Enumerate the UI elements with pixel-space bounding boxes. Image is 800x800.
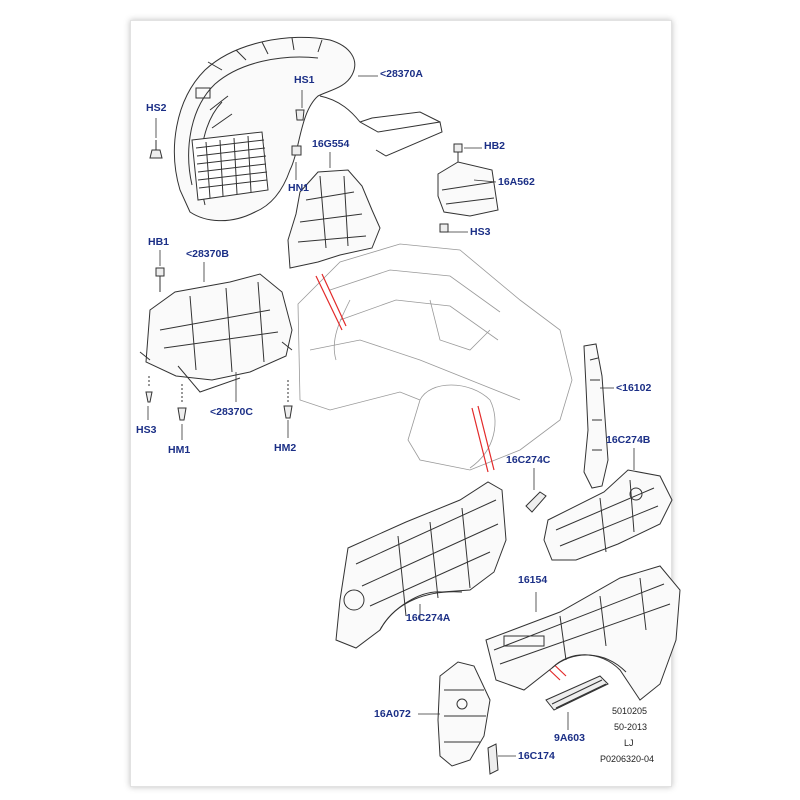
vent-9a603	[545, 675, 609, 711]
bracket-16a072	[437, 661, 491, 767]
callout-16c274c: 16C274C	[506, 454, 551, 466]
callout-hs1: HS1	[294, 74, 315, 86]
callout-hm1: HM1	[168, 444, 191, 456]
arch-liner-grille	[191, 131, 269, 201]
callout-16a562: 16A562	[498, 176, 535, 188]
nut-hn1	[291, 145, 302, 156]
callout-28370c: <28370C	[210, 406, 253, 418]
callout-hb1: HB1	[148, 236, 170, 248]
splash-shield-16g554	[287, 169, 381, 269]
callout-hn1: HN1	[288, 182, 310, 194]
inner-fender-16c274a	[335, 481, 507, 649]
callout-hs3-left: HS3	[136, 424, 157, 436]
callout-16c274a: 16C274A	[406, 612, 451, 624]
apron-16c274b	[543, 469, 673, 561]
callout-16c274b: 16C274B	[606, 434, 651, 446]
callout-hs2: HS2	[146, 102, 167, 114]
fasteners-lower	[145, 376, 293, 421]
callout-hs3-top: HS3	[470, 226, 491, 238]
callout-hb2: HB2	[484, 140, 506, 152]
body-shell-phantom	[297, 243, 573, 471]
footer-code-2: 50-2013	[614, 722, 648, 732]
callout-16c174: 16C174	[518, 750, 555, 762]
clip-hs2	[149, 140, 163, 159]
footer-reference: P0206320-04	[600, 754, 655, 764]
callout-28370b: <28370B	[186, 248, 229, 260]
clip-hs1	[295, 109, 305, 121]
footer-code-1: 5010205	[612, 706, 648, 716]
callout-16154: 16154	[518, 574, 548, 586]
bracket-16c174	[487, 743, 499, 775]
callout-leaders	[147, 75, 635, 757]
wheel-arch-liner-rear	[139, 267, 293, 393]
callout-16102: <16102	[616, 382, 652, 394]
bracket-16c274c	[525, 491, 547, 513]
bracket-16a562	[437, 143, 499, 233]
callout-hm2: HM2	[274, 442, 297, 454]
panel-16102	[583, 343, 609, 489]
callout-16g554: 16G554	[312, 138, 350, 150]
callout-16a072: 16A072	[374, 708, 411, 720]
callout-9a603: 9A603	[554, 732, 585, 744]
footer-code-3: LJ	[624, 738, 634, 748]
front-wing-16154	[485, 565, 681, 701]
callout-28370a: <28370A	[380, 68, 423, 80]
